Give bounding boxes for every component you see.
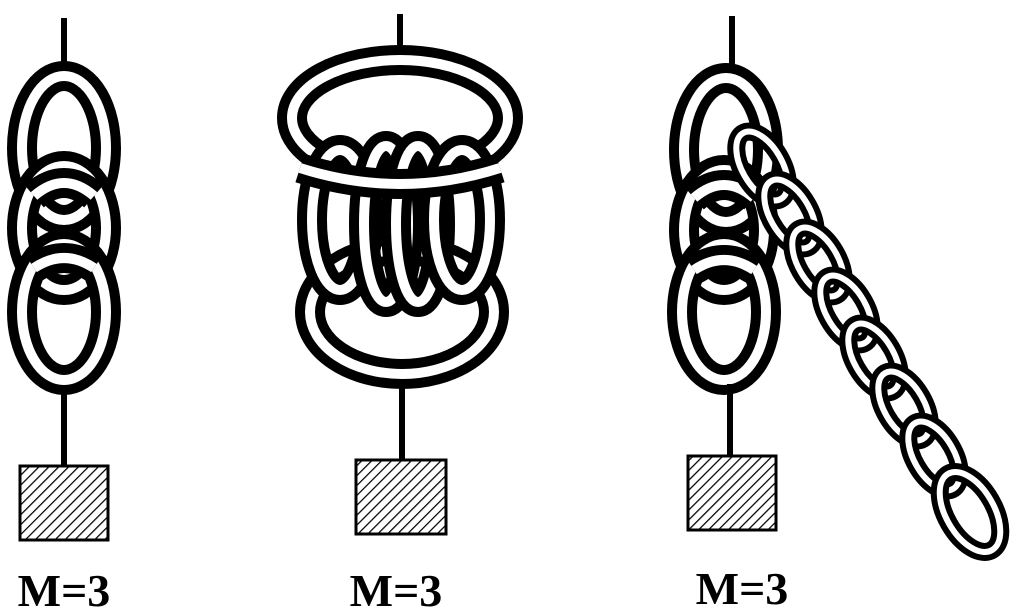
figure-right: M=3 bbox=[682, 16, 1013, 614]
figure-middle: M=3 bbox=[292, 14, 508, 616]
figure-left: M=3 bbox=[18, 18, 111, 616]
caption-right: M=3 bbox=[696, 563, 789, 614]
weight-block bbox=[356, 460, 446, 534]
weight-block bbox=[20, 466, 108, 540]
caption-middle: M=3 bbox=[350, 565, 443, 616]
weight-block bbox=[688, 456, 776, 530]
caption-left: M=3 bbox=[18, 565, 111, 616]
